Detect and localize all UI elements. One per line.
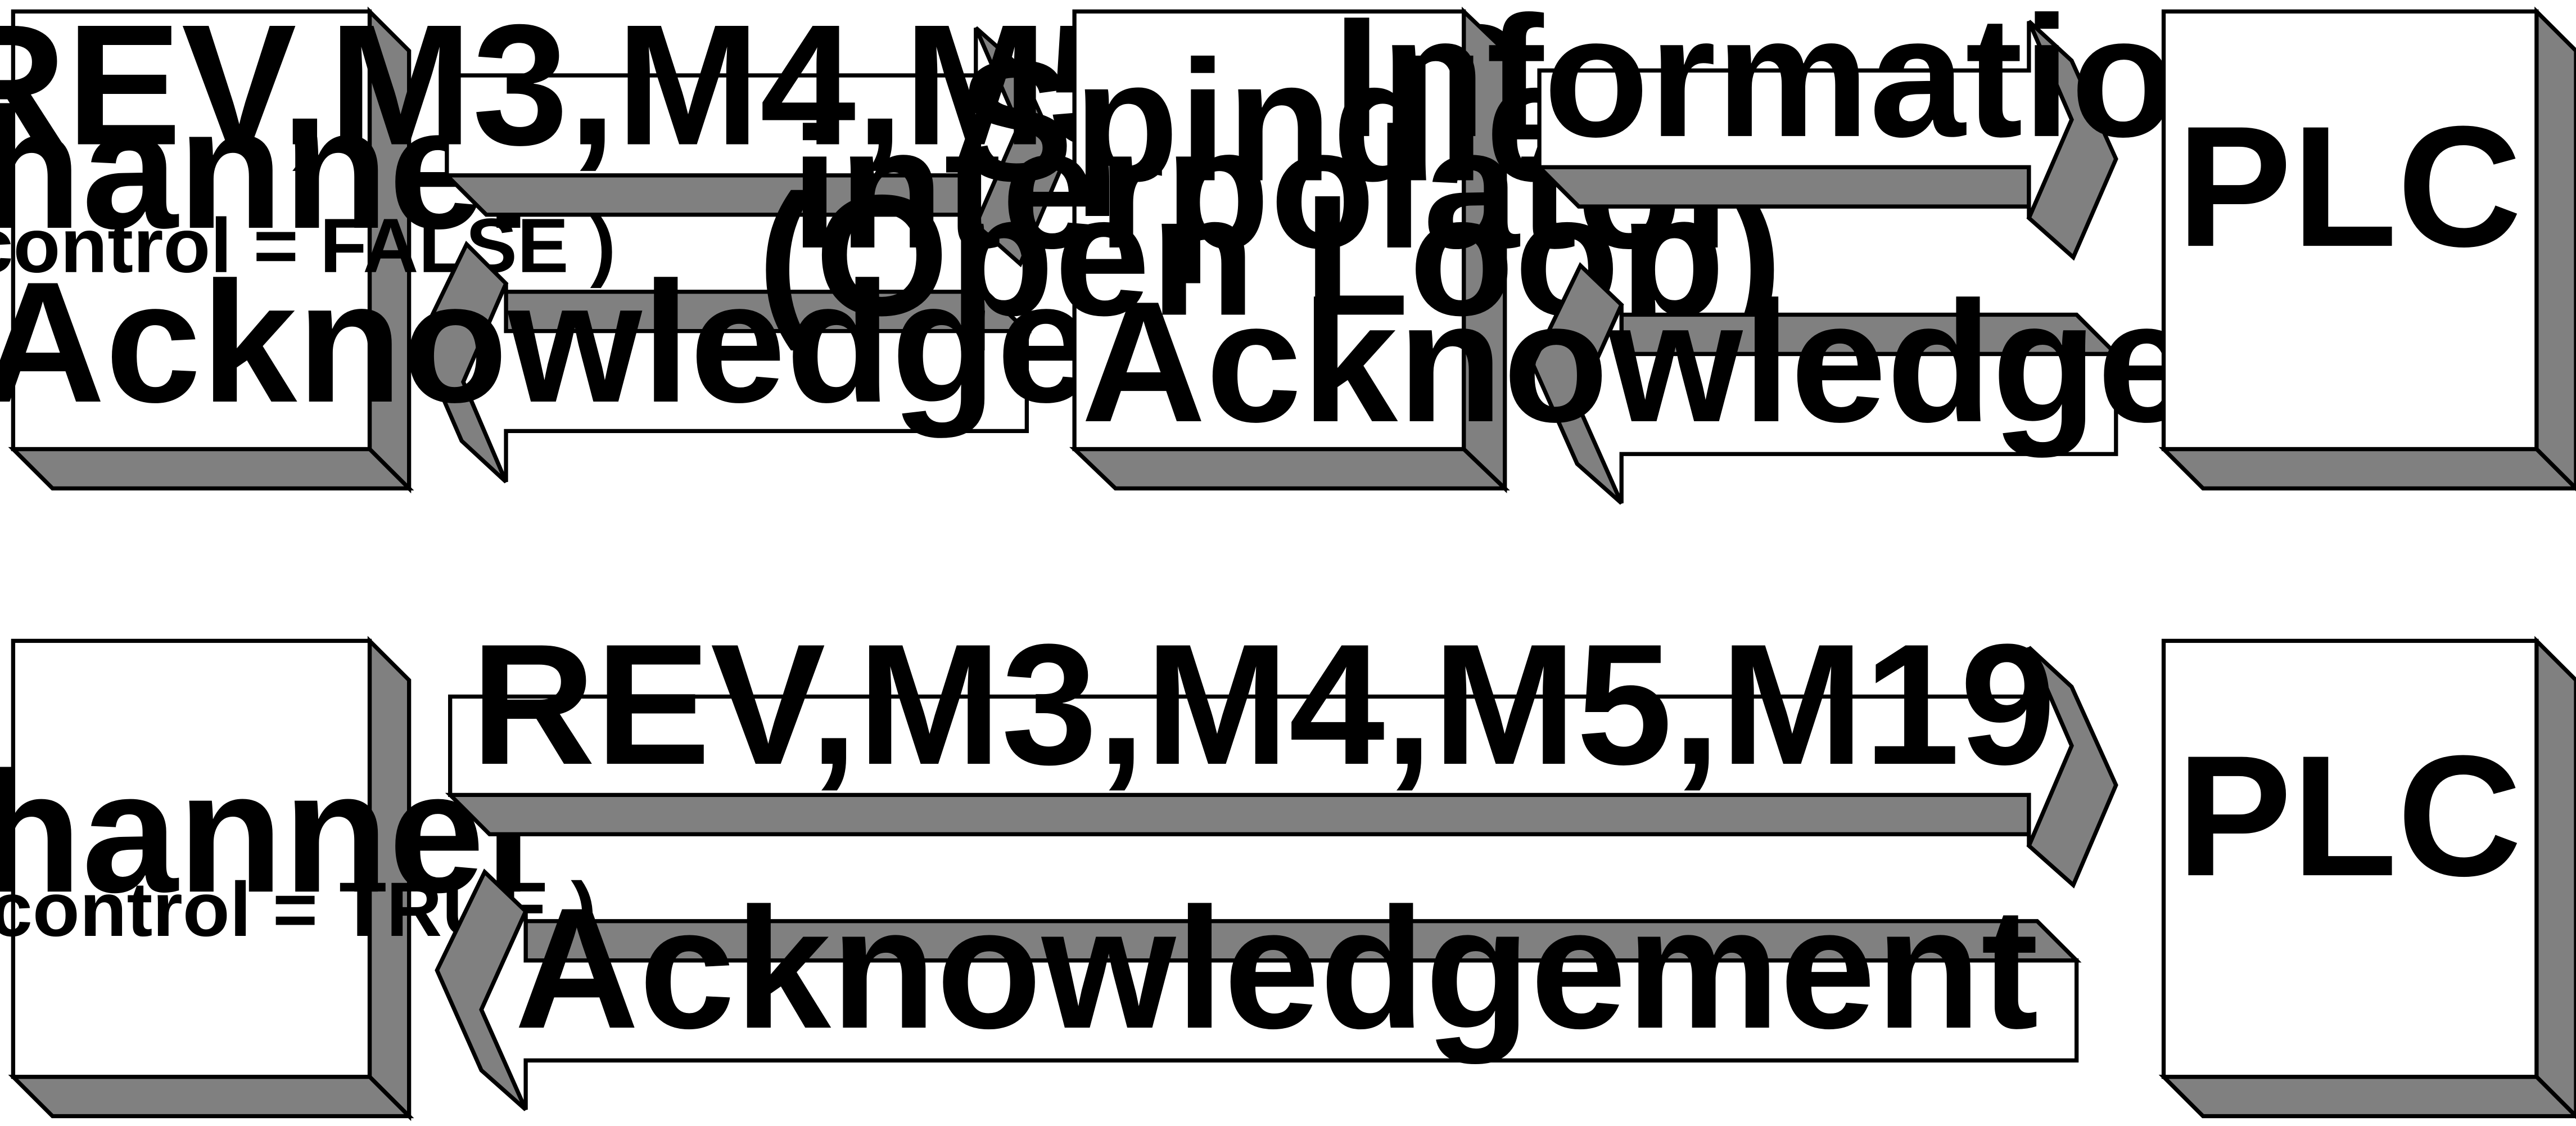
arrow-commands-bottom: REV,M3,M4,M5,M19 [445,608,2118,889]
plc-label-top: PLC [2177,91,2522,283]
plc-box-bottom: PLC [2158,636,2576,1119]
plc-box-top: PLC [2158,6,2576,492]
information-label: Information [1333,0,2281,173]
commands-label-bottom: REV,M3,M4,M5,M19 [471,608,2056,800]
channel-title-bottom: Channel [0,736,532,929]
ack-label-bottom: Acknowledgement [514,872,2039,1066]
arrow-information: Information [1333,0,2281,261]
channel-box-top: Channel ( plc_control = FALSE ) [0,6,616,494]
channel-title-top: Channel [0,72,532,264]
arrow-ack-bottom: Acknowledgement [435,868,2082,1111]
channel-subtitle-top: ( plc_control = FALSE ) [0,203,616,289]
interpolator-line1: Spindle [959,25,1581,218]
plc-label-bottom: PLC [2177,720,2522,912]
